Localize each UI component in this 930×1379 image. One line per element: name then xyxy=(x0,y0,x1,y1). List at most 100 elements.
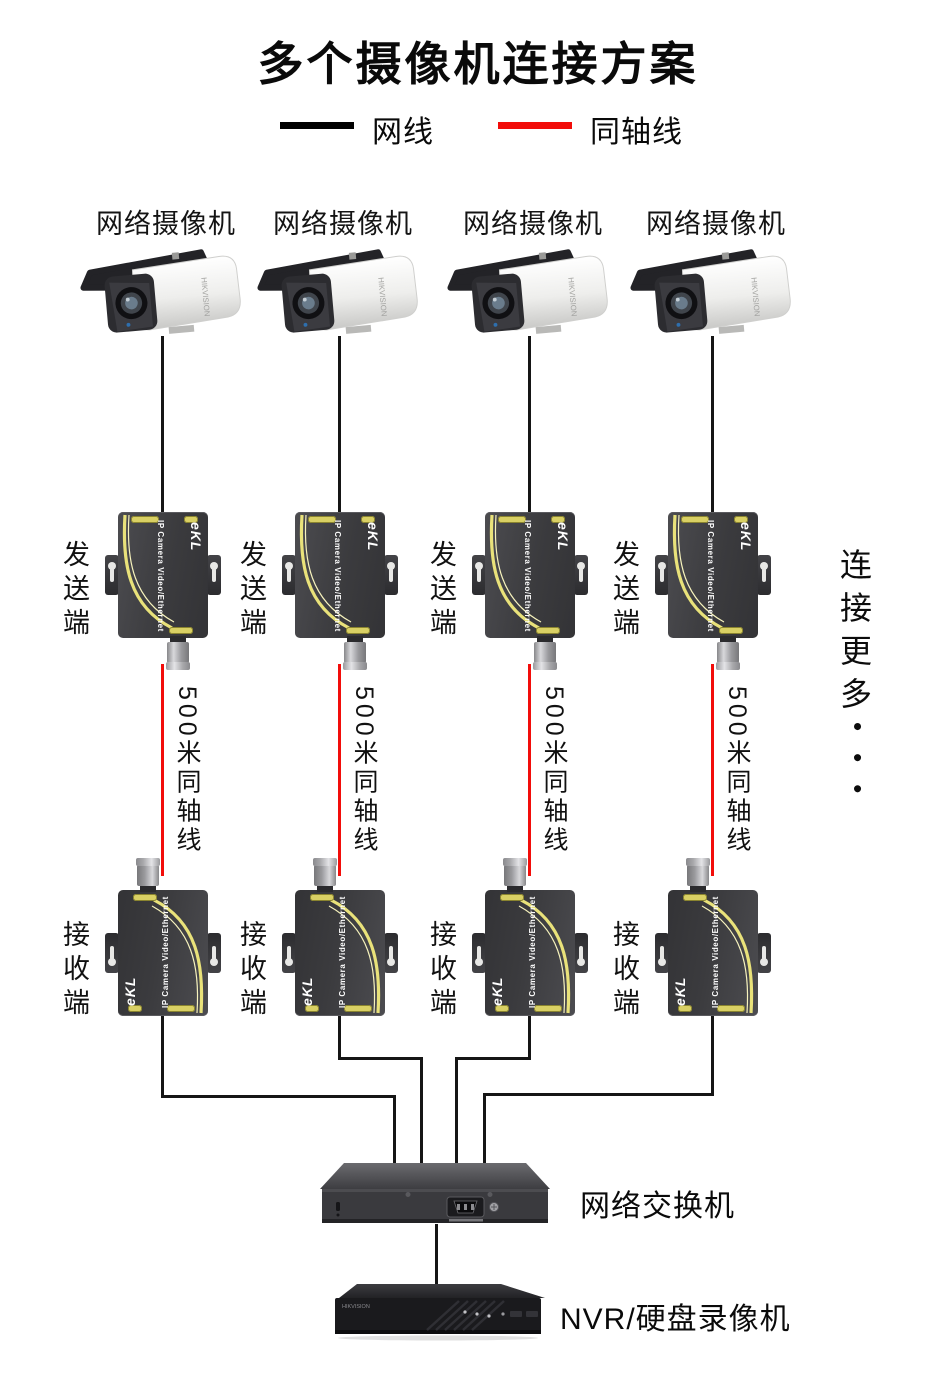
power-port-label xyxy=(361,516,375,523)
power-port-label xyxy=(128,1005,142,1012)
ekl-logo: eKL xyxy=(188,522,204,552)
receiver-3: IP Camera Video/Ethernet eKL xyxy=(472,856,588,1016)
receiver-1: IP Camera Video/Ethernet eKL xyxy=(105,856,221,1016)
mounting-ear xyxy=(207,933,221,973)
switch-label: 网络交换机 xyxy=(580,1190,735,1223)
ekl-logo: eKL xyxy=(365,522,381,552)
coax-length-label-4: 500米同轴线 xyxy=(723,686,751,856)
coax-length-label-3: 500米同轴线 xyxy=(540,686,568,856)
coax-cable-3 xyxy=(528,664,531,876)
bnc-port-label xyxy=(719,627,743,634)
nvr-led xyxy=(501,1312,505,1316)
bnc-port-label xyxy=(310,894,334,901)
extender-body: IP Camera Video/Ethernet eKL xyxy=(485,512,575,638)
ethernet-cable-receiver-1 xyxy=(393,1095,396,1165)
kensington-lock-slot xyxy=(336,1202,340,1211)
bnc-port-label xyxy=(169,627,193,634)
device-product-text: IP Camera Video/Ethernet xyxy=(161,896,170,1008)
transmitter-side-label-3: 发送端 xyxy=(426,540,456,642)
rj45-port-label xyxy=(131,516,159,523)
ethernet-cable-receiver-4 xyxy=(483,1093,486,1165)
device-product-text: IP Camera Video/Ethernet xyxy=(338,896,347,1008)
extender-body: IP Camera Video/Ethernet eKL xyxy=(118,890,208,1016)
rj45-port-label xyxy=(498,516,526,523)
power-port-label xyxy=(551,516,565,523)
transmitter-3: IP Camera Video/Ethernet eKL xyxy=(472,512,588,672)
ethernet-cable-receiver-1 xyxy=(161,1095,396,1098)
coax-cable-2 xyxy=(338,664,341,876)
extender-body: IP Camera Video/Ethernet eKL xyxy=(295,890,385,1016)
ip-camera-3 xyxy=(447,246,613,343)
mounting-ear xyxy=(574,933,588,973)
nvr-top-face xyxy=(339,1284,545,1298)
transmitter-1: IP Camera Video/Ethernet eKL xyxy=(105,512,221,672)
extender-body: IP Camera Video/Ethernet eKL xyxy=(485,890,575,1016)
mounting-ear xyxy=(757,555,771,595)
power-port-label xyxy=(734,516,748,523)
camera-label-4: 网络摄像机 xyxy=(646,209,786,239)
transmitter-side-label-2: 发送端 xyxy=(236,540,266,642)
legend-coax-cable-line xyxy=(498,122,572,129)
device-product-text: IP Camera Video/Ethernet xyxy=(706,520,715,632)
swoosh-decoration xyxy=(701,898,754,1014)
mounting-ear xyxy=(384,933,398,973)
bnc-port-label xyxy=(500,894,524,901)
transmitter-side-label-1: 发送端 xyxy=(59,540,89,642)
mounting-ear xyxy=(384,555,398,595)
ethernet-cable-receiver-2 xyxy=(338,1012,341,1060)
mounting-ear xyxy=(655,933,669,973)
receiver-4: IP Camera Video/Ethernet eKL xyxy=(655,856,771,1016)
mounting-ear xyxy=(472,555,486,595)
transmitter-2: IP Camera Video/Ethernet eKL xyxy=(282,512,398,672)
ethernet-cable-receiver-3 xyxy=(455,1057,458,1165)
connect-more-label: 连接更多 xyxy=(836,548,872,720)
legend-coax-cable-label: 同轴线 xyxy=(590,116,683,149)
device-product-text: IP Camera Video/Ethernet xyxy=(528,896,537,1008)
page-title: 多个摄像机连接方案 xyxy=(257,38,699,90)
ip-camera-2 xyxy=(257,246,423,343)
bnc-connector xyxy=(533,636,557,672)
ethernet-cable-receiver-1 xyxy=(161,1012,164,1098)
mounting-ear xyxy=(105,555,119,595)
mounting-ear xyxy=(574,555,588,595)
nvr-device: HIKVISION xyxy=(335,1284,545,1341)
mounting-ear xyxy=(472,933,486,973)
network-switch xyxy=(320,1163,550,1223)
swoosh-decoration xyxy=(299,514,352,630)
ethernet-cable-receiver-4 xyxy=(711,1012,714,1096)
mounting-ear xyxy=(282,555,296,595)
ethernet-cable-receiver-3 xyxy=(528,1012,531,1060)
mounting-ear xyxy=(282,933,296,973)
legend-network-cable-label: 网线 xyxy=(372,116,434,149)
camera-label-1: 网络摄像机 xyxy=(96,209,236,239)
transmitter-side-label-4: 发送端 xyxy=(609,540,639,642)
coax-cable-4 xyxy=(711,664,714,876)
extender-body: IP Camera Video/Ethernet eKL xyxy=(668,890,758,1016)
ethernet-cable-camera-2 xyxy=(338,336,341,514)
transmitter-4: IP Camera Video/Ethernet eKL xyxy=(655,512,771,672)
mounting-ear xyxy=(105,933,119,973)
coax-cable-1 xyxy=(161,664,164,876)
extender-body: IP Camera Video/Ethernet eKL xyxy=(295,512,385,638)
mounting-ear xyxy=(207,555,221,595)
rj45-port-label xyxy=(717,1005,745,1012)
rj45-port-label xyxy=(308,516,336,523)
receiver-side-label-3: 接收端 xyxy=(426,920,456,1022)
receiver-2: IP Camera Video/Ethernet eKL xyxy=(282,856,398,1016)
connect-more-dots: ••• xyxy=(843,722,873,816)
ethernet-cable-camera-4 xyxy=(711,336,714,514)
ekl-logo: eKL xyxy=(122,976,138,1006)
rj45-port-label xyxy=(344,1005,372,1012)
bnc-port-label xyxy=(133,894,157,901)
receiver-side-label-4: 接收端 xyxy=(609,920,639,1022)
legend-network-cable-line xyxy=(280,122,354,129)
swoosh-decoration xyxy=(518,898,571,1014)
bnc-port-label xyxy=(346,627,370,634)
bnc-port-label xyxy=(683,894,707,901)
bnc-connector xyxy=(503,856,527,892)
ip-camera-4 xyxy=(630,246,796,343)
mounting-ear xyxy=(757,933,771,973)
rj45-port-label xyxy=(681,516,709,523)
power-port-label xyxy=(184,516,198,523)
